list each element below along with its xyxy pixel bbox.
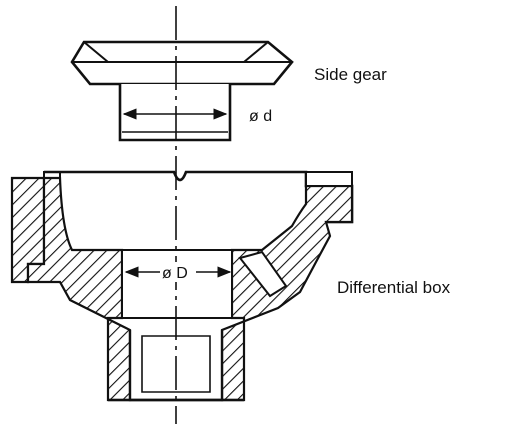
box-bore <box>121 249 233 319</box>
box-right-body <box>220 184 354 402</box>
box-right-corner <box>305 171 353 187</box>
differential-box-label: Differential box <box>337 278 451 297</box>
side-gear-label: Side gear <box>314 65 387 84</box>
side-gear-dimension-label: ø d <box>249 108 272 125</box>
box-oil-hole <box>238 250 288 298</box>
box-dim-label-bg <box>160 262 196 282</box>
box-dimension-label: ø D <box>162 265 188 282</box>
differential-box <box>10 170 354 402</box>
box-left-body <box>26 176 132 402</box>
side-gear <box>70 40 294 142</box>
